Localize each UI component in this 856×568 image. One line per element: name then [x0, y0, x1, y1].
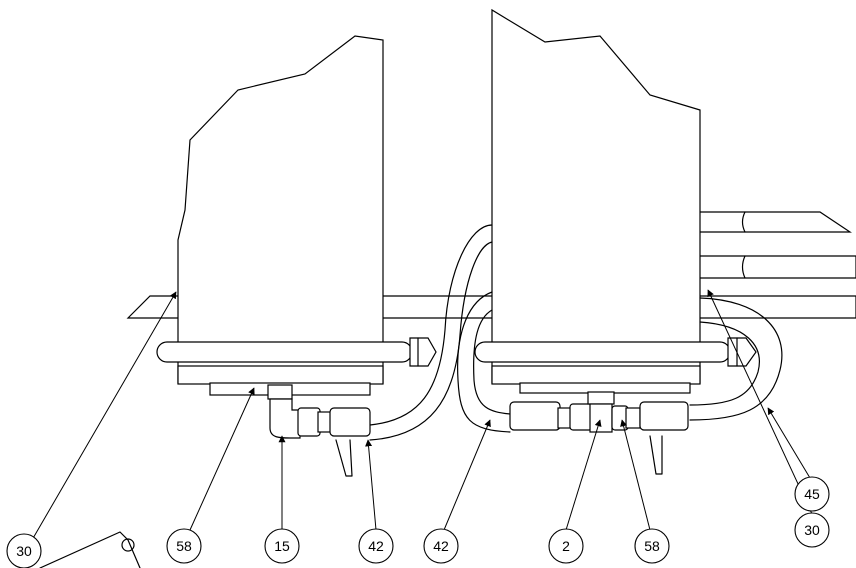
callout-30-left-label: 30	[16, 543, 32, 559]
right-fittings	[509, 391, 689, 475]
right-tubes	[697, 211, 856, 279]
corner-bracket	[39, 531, 141, 568]
left-fittings	[267, 384, 371, 477]
hose-45-loop	[689, 297, 783, 421]
callout-58-right: 58	[634, 528, 670, 564]
callout-2-label: 2	[562, 538, 570, 554]
callout-30-left: 30	[6, 533, 42, 568]
left-guard-rail	[156, 337, 437, 367]
callout-42-right: 42	[423, 528, 459, 564]
callout-58-left-label: 58	[176, 538, 192, 554]
callout-42-right-label: 42	[433, 538, 449, 554]
callout-30-right-label: 30	[804, 522, 820, 538]
callout-58-right-label: 58	[644, 538, 660, 554]
callout-15: 15	[264, 528, 300, 564]
callout-15-label: 15	[274, 538, 290, 554]
callout-45-label: 45	[804, 486, 820, 502]
callout-2: 2	[548, 528, 584, 564]
callout-58-left: 58	[166, 528, 202, 564]
callout-45: 45	[794, 476, 830, 512]
callout-42-left-label: 42	[368, 538, 384, 554]
crossover-hose	[369, 224, 511, 441]
leader-lines	[31, 289, 813, 541]
left-housing	[177, 35, 384, 396]
callout-42-left: 42	[358, 528, 394, 564]
callout-30-right: 30	[794, 512, 830, 548]
right-guard-rail	[474, 337, 757, 367]
right-housing	[491, 8, 701, 394]
